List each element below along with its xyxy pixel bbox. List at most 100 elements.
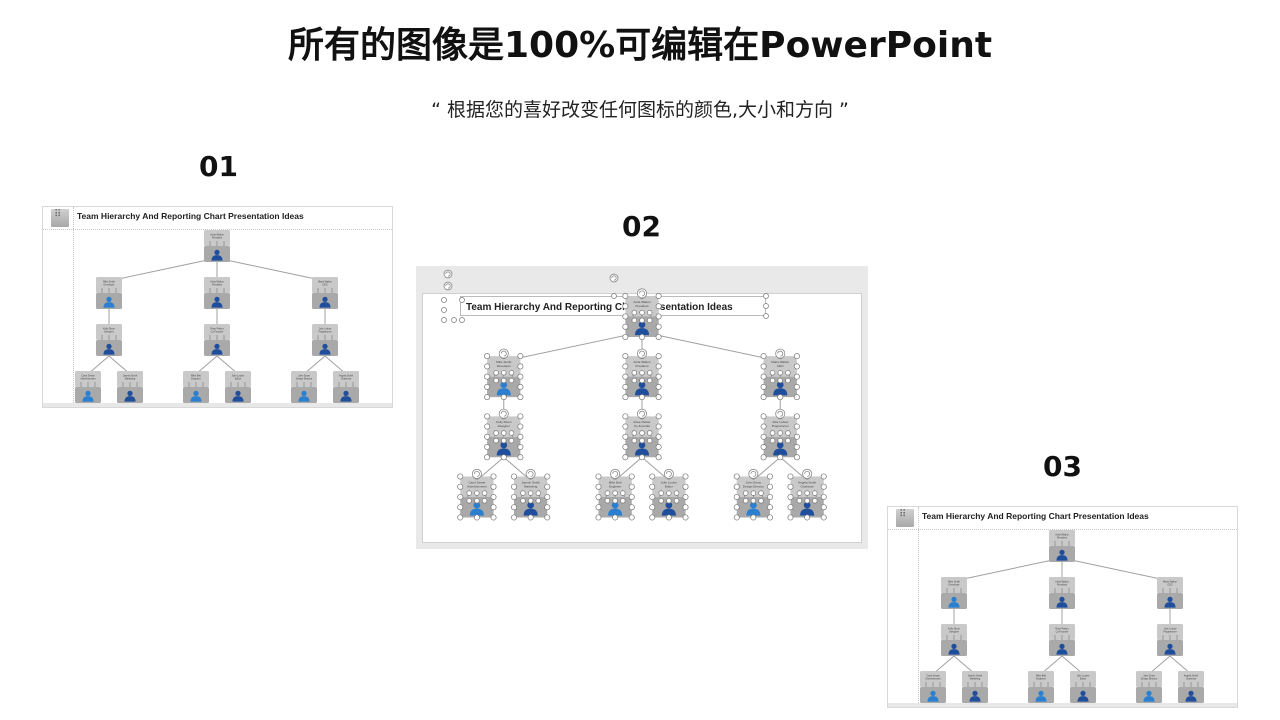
node-label-box [962, 671, 988, 687]
node-role: Designer [498, 424, 510, 428]
person-female-icon [1077, 690, 1089, 702]
node-name: Anita Walton [1055, 533, 1069, 536]
resize-handle [493, 437, 499, 444]
node-label-box [117, 371, 143, 387]
node-name: Rose Parker [1055, 627, 1068, 630]
slide-thumbnail-03[interactable]: Team Hierarchy And Reporting Chart Prese… [887, 506, 1238, 708]
resize-handle [622, 323, 629, 330]
person-female-icon [634, 321, 650, 336]
node-label-box [183, 371, 209, 387]
node-name: Mike Britt [1036, 674, 1046, 677]
resize-handle [517, 444, 524, 451]
resize-handle [750, 490, 757, 496]
resize-handle [508, 430, 515, 436]
node-role: Advertisement [467, 484, 487, 488]
resize-handle [767, 473, 773, 480]
node-name: Kelly Dixon [496, 420, 512, 424]
resize-handle [484, 353, 491, 360]
example-number-03: 03 [1043, 450, 1082, 483]
node-label-box [96, 324, 122, 340]
node-name: Maria Walton [318, 280, 333, 283]
resize-handle [631, 309, 638, 316]
resize-handle [655, 394, 662, 401]
node-label-box [1070, 671, 1096, 687]
resize-handle [628, 493, 635, 500]
rotate-handle-icon [443, 281, 453, 291]
node-name: Mike Smith [948, 580, 960, 583]
resize-handle [484, 413, 491, 420]
resize-handle [622, 394, 629, 401]
resize-handle [767, 504, 773, 511]
node-role: Editor [665, 484, 673, 488]
resize-handle [511, 473, 517, 480]
node-name: Mike Smith [496, 360, 511, 364]
resize-handle [612, 490, 618, 496]
person-male-icon [1035, 690, 1047, 702]
person-male-icon [746, 501, 761, 516]
node-role: Co-Founder [1056, 631, 1069, 634]
resize-handle [535, 498, 542, 504]
node-label-box [312, 277, 338, 293]
resize-handle [622, 333, 629, 340]
resize-handle [508, 377, 515, 384]
connector-line [641, 331, 781, 362]
resize-handle [457, 493, 464, 500]
example-number-01: 01 [199, 150, 238, 183]
node-name: Carol Sewar [468, 480, 485, 484]
node-name: Julie Lebow [1164, 627, 1177, 630]
rotate-handle-icon [610, 468, 621, 479]
resize-handle [511, 504, 517, 511]
resize-handle [517, 383, 524, 390]
node-role: Advertisement [80, 378, 96, 381]
resize-handle [441, 297, 447, 303]
node-name: Jasmin Smith [123, 374, 138, 377]
resize-handle [535, 490, 542, 496]
slide-thumbnail-01[interactable]: Team Hierarchy And Reporting Chart Prese… [42, 206, 393, 408]
resize-handle [544, 504, 551, 511]
resize-handle [750, 498, 757, 504]
node-label-box [1157, 577, 1183, 593]
person-female-icon [1056, 643, 1068, 655]
editing-canvas-02[interactable]: Team Hierarchy And Reporting Chart Prese… [416, 266, 868, 549]
resize-handle [796, 498, 803, 504]
resize-handle [628, 504, 635, 511]
resize-handle [769, 430, 776, 436]
person-female-icon [211, 343, 223, 355]
person-female-icon [661, 501, 676, 516]
node-name: Mike Britt [609, 480, 622, 484]
node-label-box [204, 324, 230, 340]
resize-handle [777, 437, 783, 444]
page-title: 所有的图像是100%可编辑在PowerPoint [287, 25, 993, 66]
node-role: CEO [1167, 584, 1172, 587]
resize-handle [742, 490, 749, 496]
resize-handle [544, 514, 551, 521]
resize-handle [527, 490, 534, 496]
resize-handle [517, 433, 524, 440]
resize-handle [595, 483, 602, 490]
resize-handle [639, 377, 645, 384]
resize-handle [501, 370, 507, 376]
node-label-box [333, 371, 359, 387]
node-role: Editor [1080, 678, 1086, 681]
resize-handle [628, 473, 635, 480]
node-name: Angela Smith [339, 374, 354, 377]
resize-handle [785, 370, 791, 376]
resize-handle [595, 493, 602, 500]
node-role: Chairman [800, 484, 814, 488]
person-female-icon [1056, 549, 1068, 561]
resize-handle [682, 483, 689, 490]
resize-handle [682, 493, 689, 500]
resize-handle [758, 490, 764, 496]
resize-handle [481, 490, 488, 496]
person-male-icon [190, 390, 202, 402]
